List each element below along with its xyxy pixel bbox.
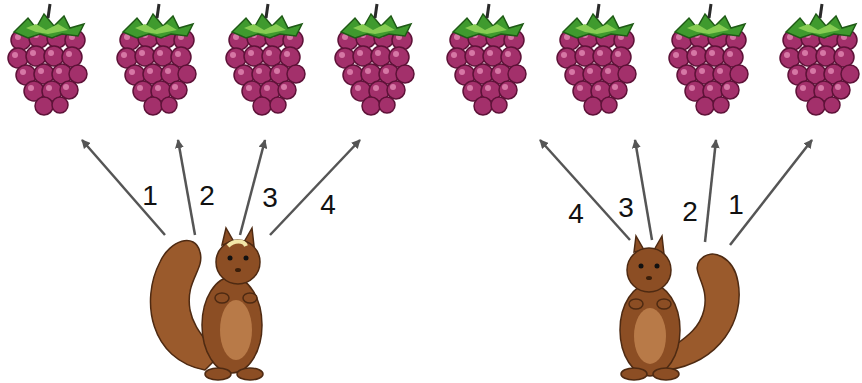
callout-number: 1 bbox=[728, 191, 744, 219]
raspberry bbox=[117, 4, 196, 115]
callout-number: 4 bbox=[320, 191, 336, 219]
raspberry bbox=[447, 4, 526, 115]
arrow bbox=[178, 140, 195, 235]
squirrel-head bbox=[627, 248, 671, 292]
raspberry bbox=[335, 4, 414, 115]
callout-number: 1 bbox=[142, 182, 158, 210]
squirrel-left bbox=[150, 228, 263, 380]
raspberry bbox=[226, 4, 305, 115]
raspberries bbox=[8, 4, 859, 115]
callout-number: 3 bbox=[262, 184, 278, 212]
squirrel-right bbox=[620, 236, 739, 380]
callout-number: 2 bbox=[199, 182, 215, 210]
callout-number: 3 bbox=[618, 194, 634, 222]
callout-number: 4 bbox=[568, 200, 584, 228]
squirrel-body bbox=[202, 277, 262, 373]
arrow bbox=[705, 140, 716, 242]
arrow bbox=[540, 140, 630, 240]
counting-arrows bbox=[82, 140, 812, 245]
raspberry bbox=[8, 4, 87, 115]
raspberry bbox=[669, 4, 748, 115]
callout-number: 2 bbox=[682, 198, 698, 226]
arrow bbox=[82, 140, 165, 235]
arrow bbox=[270, 140, 360, 235]
arrow bbox=[635, 140, 652, 240]
raspberry bbox=[557, 4, 636, 115]
arrow bbox=[240, 140, 265, 235]
squirrel-body bbox=[620, 284, 680, 376]
squirrel-head bbox=[216, 240, 260, 284]
raspberry bbox=[780, 4, 859, 115]
